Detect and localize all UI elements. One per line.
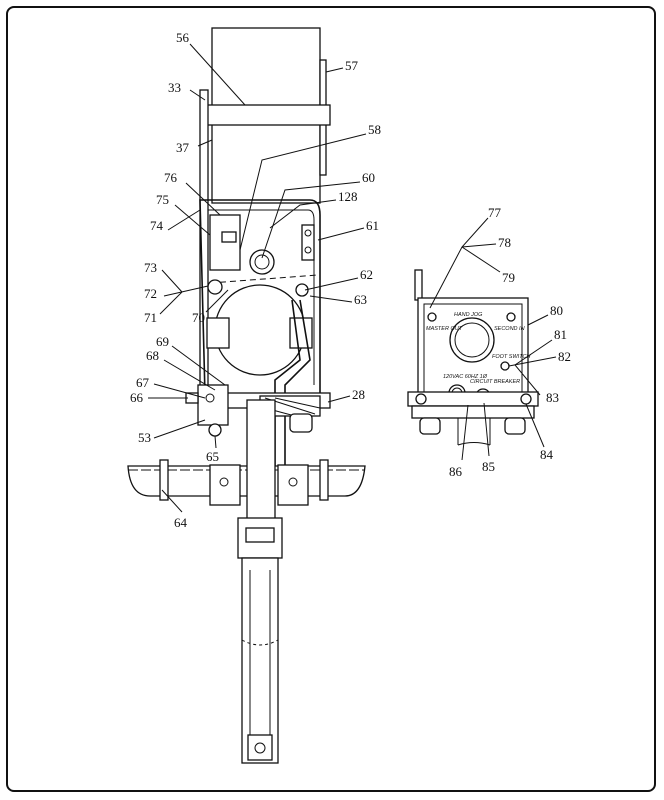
callout-78: 78 <box>498 235 511 250</box>
callout-69: 69 <box>156 334 169 349</box>
callout-65: 65 <box>206 449 219 464</box>
callout-70: 70 <box>192 310 205 325</box>
callout-33: 33 <box>168 80 181 95</box>
diagram-frame <box>6 6 656 792</box>
label-second-in: SECOND IN <box>494 326 525 332</box>
label-master-out: MASTER OUT <box>426 326 463 332</box>
clamp-band <box>204 104 331 126</box>
callout-75: 75 <box>156 192 169 207</box>
callout-68: 68 <box>146 348 159 363</box>
callout-61: 61 <box>366 218 379 233</box>
callout-labels: 56 57 33 37 58 60 128 76 61 75 74 73 72 … <box>130 30 571 530</box>
control-panel-view: HAND JOG MASTER OUT SECOND IN FOOT SWITC… <box>407 269 539 446</box>
callout-53: 53 <box>138 430 151 445</box>
callout-74: 74 <box>150 218 164 233</box>
hand-jog-button <box>449 317 495 363</box>
foot-switch-jack <box>500 361 510 371</box>
callout-85: 85 <box>482 459 495 474</box>
callout-58: 58 <box>368 122 381 137</box>
callout-71: 71 <box>144 310 157 325</box>
main-assembly <box>127 27 366 764</box>
callout-80: 80 <box>550 303 563 318</box>
callout-82: 82 <box>558 349 571 364</box>
callout-84: 84 <box>540 447 554 462</box>
callout-67: 67 <box>136 375 150 390</box>
callout-37: 37 <box>176 140 190 155</box>
callout-63: 63 <box>354 292 367 307</box>
callout-73: 73 <box>144 260 157 275</box>
callout-66: 66 <box>130 390 144 405</box>
label-circuit-breaker: CIRCUIT BREAKER <box>470 379 520 385</box>
callout-77: 77 <box>488 205 502 220</box>
label-foot-switch: FOOT SWITCH <box>492 354 531 360</box>
callout-81: 81 <box>554 327 567 342</box>
callout-86: 86 <box>449 464 463 479</box>
label-power: 120VAC 60HZ 1Ø <box>443 374 488 380</box>
label-hand-jog: HAND JOG <box>454 312 483 318</box>
lower-blade-guide <box>241 557 279 764</box>
leader-lines <box>148 43 557 513</box>
callout-56: 56 <box>176 30 190 45</box>
callout-83: 83 <box>546 390 559 405</box>
callout-64: 64 <box>174 515 188 530</box>
callout-76: 76 <box>164 170 178 185</box>
callout-128: 128 <box>338 189 358 204</box>
callout-62: 62 <box>360 267 373 282</box>
callout-57: 57 <box>345 58 359 73</box>
callout-72: 72 <box>144 286 157 301</box>
vertical-column <box>246 399 276 521</box>
callout-60: 60 <box>362 170 375 185</box>
callout-79: 79 <box>502 270 515 285</box>
gearbox-body <box>199 199 321 396</box>
callout-28: 28 <box>352 387 365 402</box>
